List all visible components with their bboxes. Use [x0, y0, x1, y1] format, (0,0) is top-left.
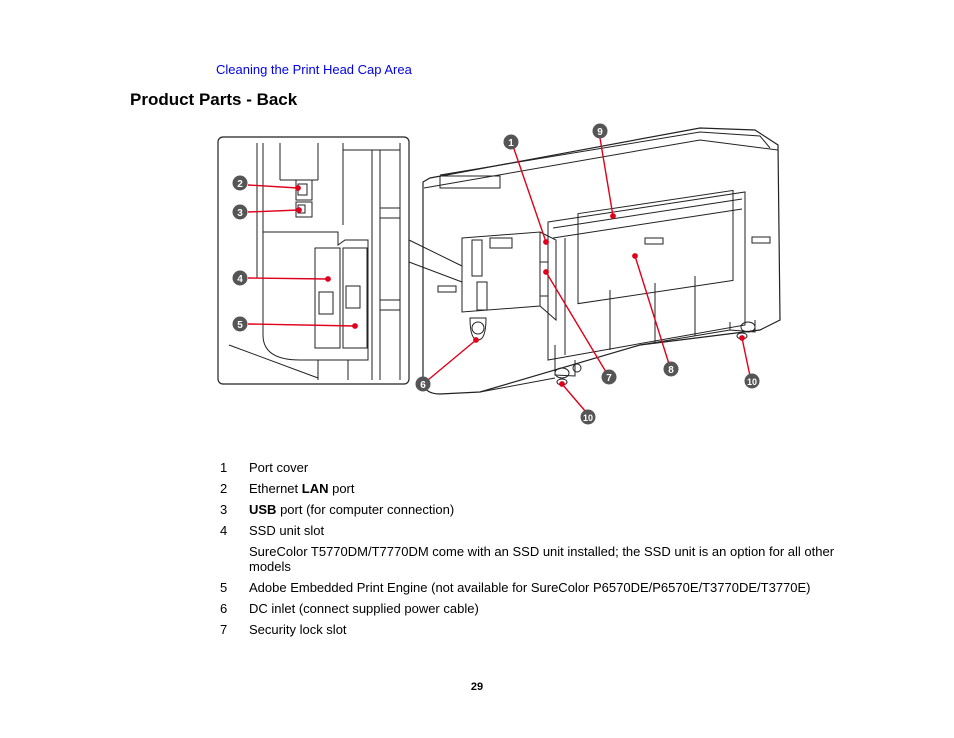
callout-10-right: 10 [744, 373, 760, 389]
part-description: Adobe Embedded Print Engine (not availab… [249, 580, 811, 595]
inset-detail-frame [217, 136, 410, 385]
desc-bold-text: LAN [301, 481, 329, 496]
part-number: 4 [220, 523, 228, 538]
part-item-6: 6 DC inlet (connect supplied power cable… [220, 601, 840, 616]
printer-back-illustration: 1 2 3 4 5 6 7 8 [217, 123, 781, 425]
part-number: 5 [220, 580, 228, 595]
callout-10-left: 10 [580, 409, 596, 425]
desc-text: port [328, 481, 355, 496]
page-title: Product Parts - Back [130, 90, 298, 109]
svg-text:8: 8 [668, 365, 674, 376]
part-item-7: 7 Security lock slot [220, 622, 840, 637]
part-number: 1 [220, 460, 228, 475]
parts-list: 1 Port cover 2 Ethernet LAN port 3 USB p… [220, 460, 840, 643]
desc-bold-text: USB [249, 502, 277, 517]
part-item-4: 4 SSD unit slot SureColor T5770DM/T7770D… [220, 523, 840, 574]
svg-text:3: 3 [237, 208, 243, 219]
svg-text:7: 7 [606, 373, 612, 384]
cleaning-print-head-cap-link[interactable]: Cleaning the Print Head Cap Area [216, 62, 412, 77]
callout-9: 9 [592, 123, 608, 139]
part-item-1: 1 Port cover [220, 460, 840, 475]
svg-text:10: 10 [583, 413, 593, 423]
rear-panel [547, 191, 746, 361]
svg-text:2: 2 [237, 179, 243, 190]
part-item-2: 2 Ethernet LAN port [220, 481, 840, 496]
svg-text:1: 1 [508, 138, 514, 149]
callout-4: 4 [232, 270, 248, 286]
callout-6: 6 [415, 376, 431, 392]
part-description: SSD unit slot [249, 523, 325, 538]
callout-1: 1 [503, 134, 519, 150]
callout-2: 2 [232, 175, 248, 191]
part-description: Security lock slot [249, 622, 347, 637]
part-note: SureColor T5770DM/T7770DM come with an S… [249, 544, 835, 574]
callout-8: 8 [663, 361, 679, 377]
desc-text: port (for computer connection) [276, 502, 455, 517]
part-number: 6 [220, 601, 228, 616]
page-number: 29 [470, 681, 484, 693]
part-description: Ethernet LAN port [249, 481, 840, 496]
callout-badges: 1 2 3 4 5 6 7 8 [232, 123, 760, 425]
svg-text:4: 4 [237, 274, 243, 285]
printer-body-outline [422, 127, 781, 395]
part-item-5: 5 Adobe Embedded Print Engine (not avail… [220, 580, 840, 595]
svg-text:9: 9 [597, 127, 603, 138]
callout-7: 7 [601, 369, 617, 385]
desc-text: Ethernet [249, 481, 302, 496]
part-number: 3 [220, 502, 228, 517]
part-description: Port cover [249, 460, 309, 475]
svg-text:5: 5 [237, 320, 243, 331]
part-number: 2 [220, 481, 228, 496]
part-description: USB port (for computer connection) [249, 502, 840, 517]
svg-text:10: 10 [747, 377, 757, 387]
part-item-3: 3 USB port (for computer connection) [220, 502, 840, 517]
svg-text:6: 6 [420, 380, 426, 391]
part-description: DC inlet (connect supplied power cable) [249, 601, 479, 616]
callout-5: 5 [232, 316, 248, 332]
callout-3: 3 [232, 204, 248, 220]
part-number: 7 [220, 622, 228, 637]
